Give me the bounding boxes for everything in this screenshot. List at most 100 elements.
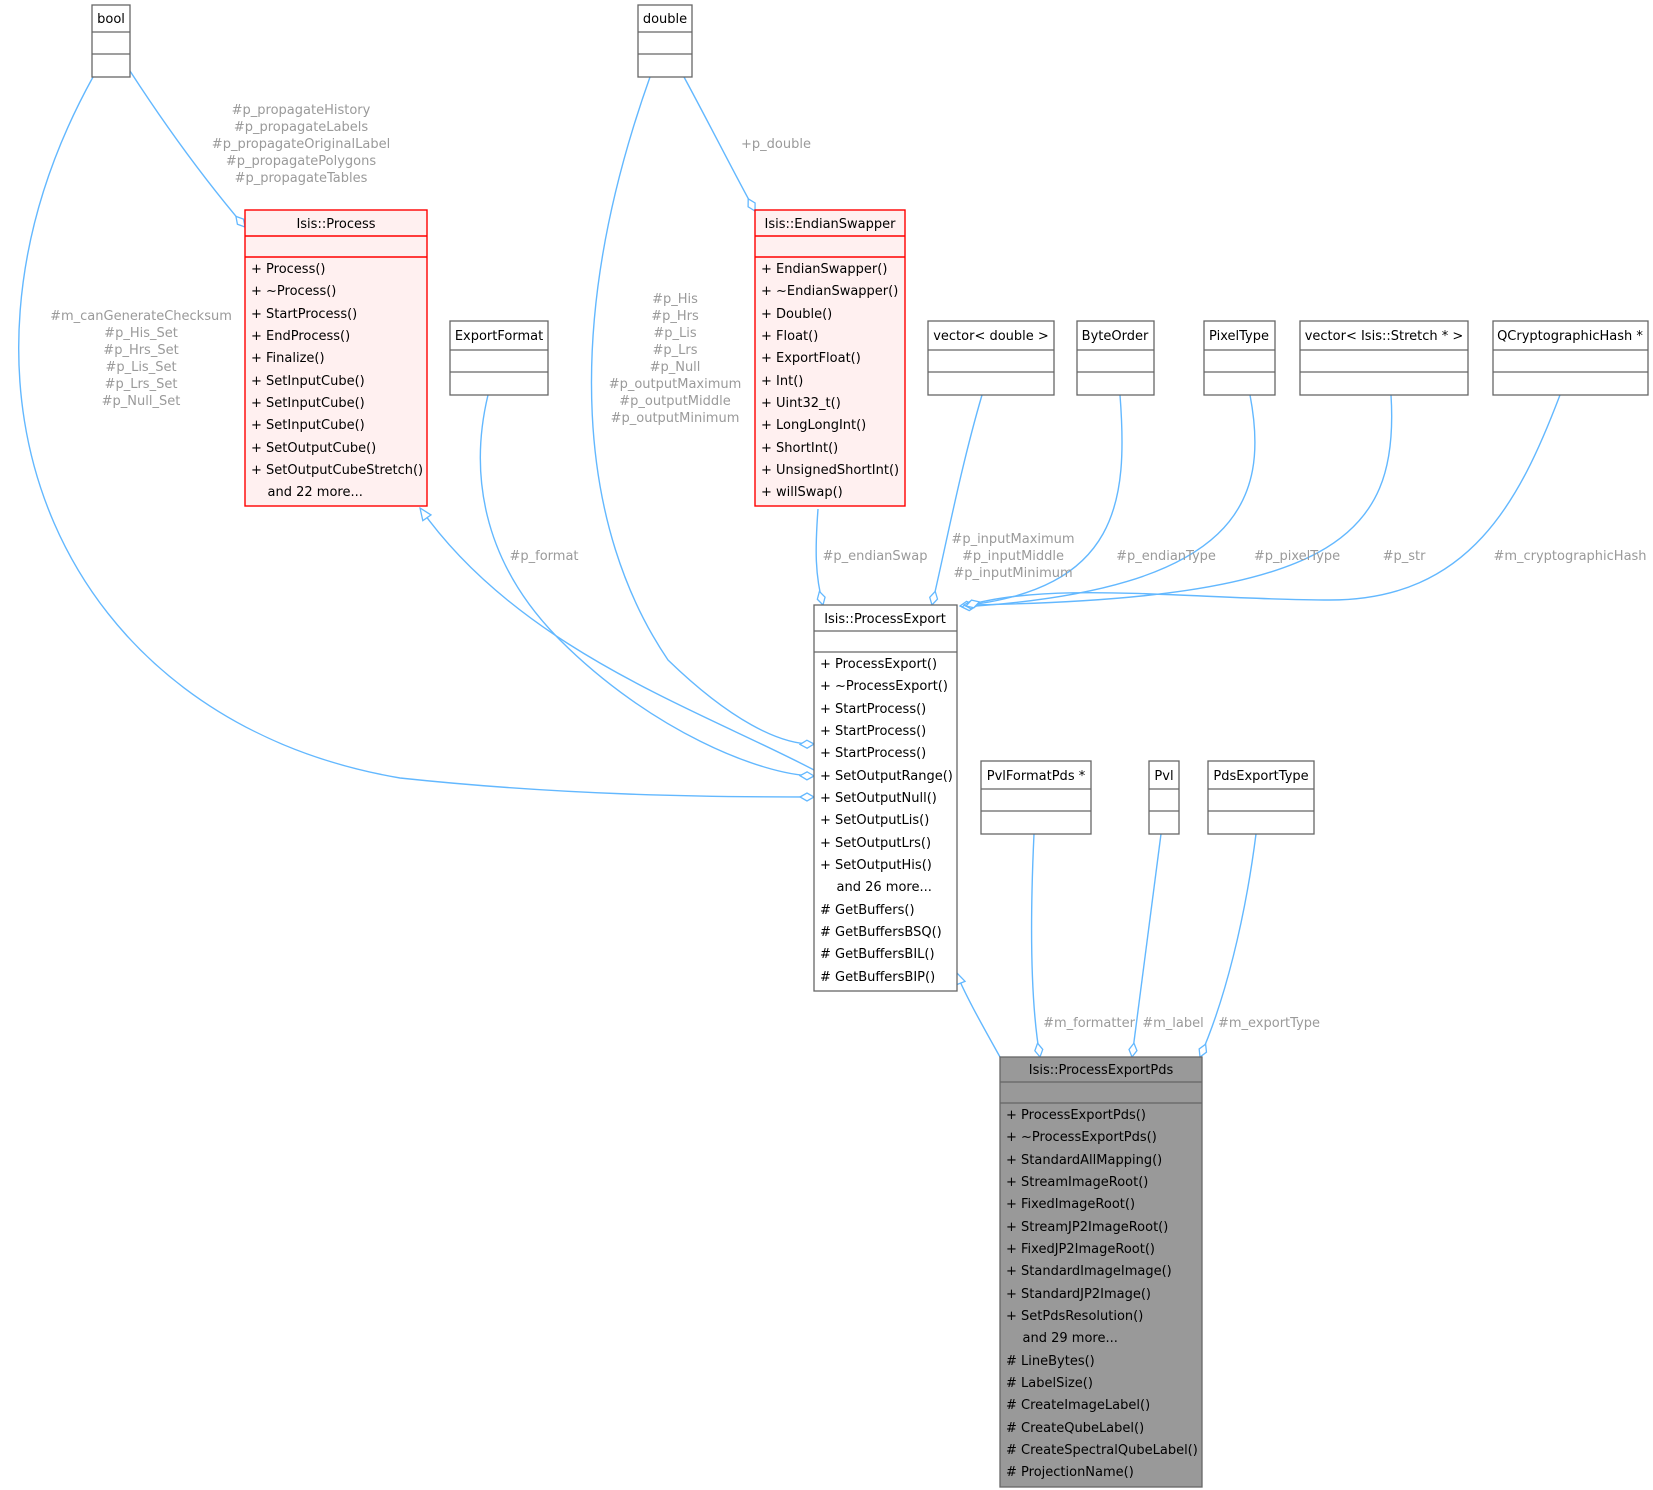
label-export-str: #p_str <box>1383 549 1427 564</box>
member: + ~ProcessExportPds() <box>1006 1130 1157 1145</box>
member: + ~Process() <box>251 284 336 299</box>
node-title: PixelType <box>1209 329 1269 344</box>
member: + SetInputCube() <box>251 396 365 411</box>
member: # GetBuffersBSQ() <box>820 925 942 940</box>
member: + UnsignedShortInt() <box>761 463 899 478</box>
label-export-vector-double: #p_inputMaximum #p_inputMiddle #p_inputM… <box>951 532 1074 581</box>
node-vector-double[interactable]: vector< double > <box>927 320 1055 396</box>
label-line: #p_His_Set <box>104 326 178 341</box>
member: + Uint32_t() <box>761 396 841 411</box>
member: + StandardAllMapping() <box>1006 1153 1162 1168</box>
node-qcryptographichash[interactable]: QCryptographicHash * <box>1492 320 1649 396</box>
label-endian-double: +p_double <box>741 137 811 152</box>
node-double[interactable]: double <box>637 4 693 78</box>
node-bool[interactable]: bool <box>91 4 131 78</box>
member: # GetBuffersBIL() <box>820 947 935 962</box>
label-line: #p_outputMiddle <box>619 394 730 409</box>
node-title: PdsExportType <box>1213 769 1308 784</box>
node-pds-export-type[interactable]: PdsExportType <box>1207 760 1315 835</box>
label-line: #p_Lis <box>653 326 696 341</box>
edges <box>18 70 1561 1058</box>
edge-export-crypto <box>966 394 1561 606</box>
label-line: #p_propagateHistory <box>232 103 371 118</box>
node-title: bool <box>97 12 125 27</box>
label-line: #p_inputMaximum <box>951 532 1074 547</box>
member: + StartProcess() <box>820 746 926 761</box>
label-pds-formatter: #m_formatter <box>1043 1016 1136 1031</box>
member: + SetOutputLis() <box>820 813 929 828</box>
member: + SetOutputLrs() <box>820 836 931 851</box>
member: + StartProcess() <box>251 307 357 322</box>
edge-export-process <box>420 508 815 771</box>
label-pds-export-type: #m_exportType <box>1218 1016 1320 1031</box>
node-title: QCryptographicHash * <box>1497 329 1643 344</box>
label-pds-label: #m_label <box>1142 1016 1204 1031</box>
label-export-crypto: #m_cryptographicHash <box>1493 549 1646 564</box>
node-title: double <box>643 12 687 27</box>
member: + StandardImageImage() <box>1006 1264 1172 1279</box>
node-pixel-type[interactable]: PixelType <box>1203 320 1276 396</box>
node-isis-process-export-pds[interactable]: Isis::ProcessExportPds + ProcessExportPd… <box>999 1056 1203 1488</box>
node-isis-process-export[interactable]: Isis::ProcessExport + ProcessExport() + … <box>813 604 958 992</box>
edge-pds-export <box>956 972 1001 1058</box>
node-pvl-format-pds[interactable]: PvlFormatPds * <box>980 760 1092 835</box>
edge-labels: #p_propagateHistory #p_propagateLabels #… <box>50 103 1646 1031</box>
node-title: PvlFormatPds * <box>987 769 1086 784</box>
label-line: #p_propagatePolygons <box>226 154 377 169</box>
member: + SetOutputCubeStretch() <box>251 463 423 478</box>
node-title: Pvl <box>1154 769 1173 784</box>
member: + Float() <box>761 329 818 344</box>
member: and 26 more... <box>820 880 932 895</box>
member: + LongLongInt() <box>761 418 866 433</box>
member: + StartProcess() <box>820 724 926 739</box>
node-title: vector< double > <box>933 329 1049 344</box>
label-line: #p_propagateLabels <box>234 120 369 135</box>
node-byte-order[interactable]: ByteOrder <box>1076 320 1155 396</box>
node-pvl[interactable]: Pvl <box>1148 760 1180 835</box>
member: + willSwap() <box>761 485 843 500</box>
node-title: Isis::ProcessExport <box>824 612 946 627</box>
member: + SetOutputCube() <box>251 441 376 456</box>
member: + StreamImageRoot() <box>1006 1175 1148 1190</box>
member: + SetOutputHis() <box>820 858 932 873</box>
member: # LabelSize() <box>1006 1376 1093 1391</box>
label-line: #m_canGenerateChecksum <box>50 309 232 324</box>
member-list: + Process() + ~Process() + StartProcess(… <box>251 262 423 500</box>
node-isis-endian-swapper[interactable]: Isis::EndianSwapper + EndianSwapper() + … <box>754 209 906 507</box>
member: + ~EndianSwapper() <box>761 284 898 299</box>
label-export-byte-order: #p_endianType <box>1116 549 1216 564</box>
member: + Finalize() <box>251 351 325 366</box>
label-export-format: #p_format <box>509 549 578 564</box>
edge-export-pixel-type <box>962 394 1256 607</box>
member: + Int() <box>761 374 803 389</box>
label-line: #p_inputMinimum <box>953 566 1072 581</box>
member-list: + ProcessExportPds() + ~ProcessExportPds… <box>1006 1108 1198 1480</box>
member: + ProcessExportPds() <box>1006 1108 1146 1123</box>
label-line: #p_propagateTables <box>235 171 368 186</box>
edge-export-str <box>964 394 1393 605</box>
edge-pds-formatter <box>1030 833 1040 1057</box>
member: and 29 more... <box>1006 1331 1118 1346</box>
node-title: Isis::EndianSwapper <box>765 217 897 232</box>
member: # CreateImageLabel() <box>1006 1398 1150 1413</box>
label-export-endian: #p_endianSwap <box>822 549 927 564</box>
node-isis-process[interactable]: Isis::Process + Process() + ~Process() +… <box>244 209 428 507</box>
edge-export-vector-double <box>932 394 983 605</box>
member: + Double() <box>761 307 832 322</box>
label-line: #p_Null_Set <box>102 394 181 409</box>
label-line: #p_Lrs <box>652 343 697 358</box>
node-vector-stretch[interactable]: vector< Isis::Stretch * > <box>1299 320 1469 396</box>
member: + StandardJP2Image() <box>1006 1287 1151 1302</box>
member: + SetOutputNull() <box>820 791 937 806</box>
edge-process-bool <box>129 70 245 227</box>
label-line: #p_outputMinimum <box>611 411 740 426</box>
member: # ProjectionName() <box>1006 1465 1134 1480</box>
edge-export-bool <box>18 76 814 797</box>
label-line: #p_propagateOriginalLabel <box>212 137 390 152</box>
node-export-format[interactable]: ExportFormat <box>449 320 549 396</box>
label-line: #p_His <box>652 292 698 307</box>
member: + StartProcess() <box>820 702 926 717</box>
label-process-bool: #p_propagateHistory #p_propagateLabels #… <box>212 103 390 186</box>
member: + ~ProcessExport() <box>820 679 948 694</box>
